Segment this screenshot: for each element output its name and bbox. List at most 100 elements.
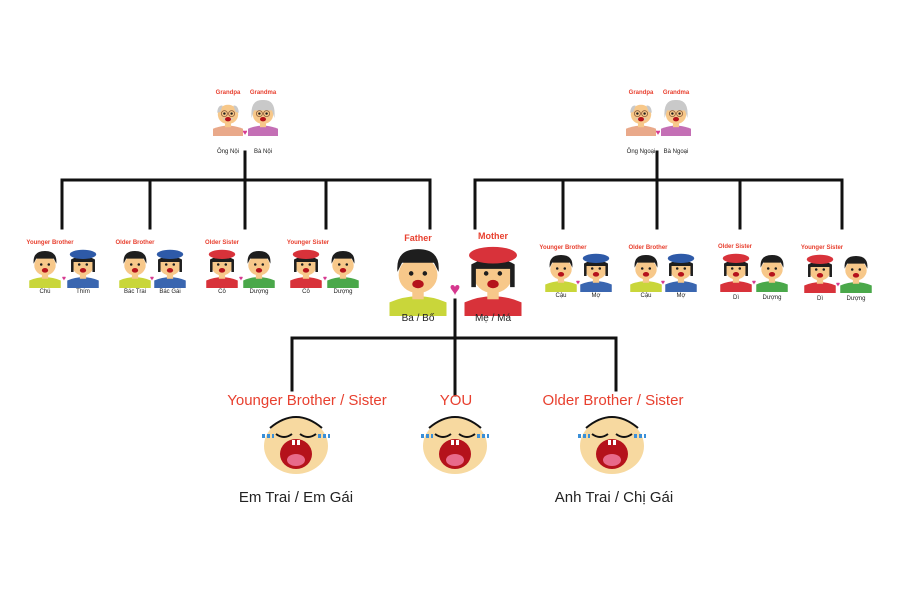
mouth bbox=[225, 117, 231, 122]
maternal-grandma-figure bbox=[661, 99, 691, 136]
heart-icon: ♥ bbox=[449, 279, 461, 299]
neck bbox=[592, 276, 600, 283]
eye bbox=[299, 433, 317, 438]
shirt bbox=[248, 125, 278, 136]
neck bbox=[302, 272, 310, 279]
uncle-figure bbox=[327, 251, 359, 288]
mouth bbox=[852, 273, 860, 278]
glasses bbox=[676, 110, 683, 117]
paternal-couple-4-a: Cô bbox=[302, 289, 310, 295]
maternal-couple-1-a: Cậu bbox=[555, 293, 567, 299]
face bbox=[124, 255, 146, 276]
eye bbox=[678, 112, 681, 115]
eye bbox=[590, 267, 594, 270]
aunt-figure bbox=[665, 253, 697, 292]
hair bbox=[664, 99, 688, 118]
face bbox=[248, 255, 270, 276]
mouth bbox=[642, 272, 650, 277]
face bbox=[217, 104, 239, 124]
hair bbox=[549, 255, 573, 268]
eye bbox=[129, 263, 133, 266]
neck bbox=[557, 276, 565, 283]
uncle-figure bbox=[243, 251, 275, 288]
shirt bbox=[290, 277, 322, 288]
uncle-figure bbox=[119, 251, 151, 288]
heart-icon: ♥ bbox=[238, 275, 244, 283]
mouth bbox=[79, 268, 87, 273]
shirt bbox=[840, 282, 872, 293]
eye bbox=[258, 112, 261, 115]
hair bbox=[397, 249, 439, 272]
younger-sibling-name: Em Trai / Em Gái bbox=[238, 489, 354, 506]
older-sibling-name: Anh Trai / Chị Gái bbox=[554, 489, 674, 506]
paternal-couple-1-role: Younger Brother bbox=[26, 240, 74, 246]
mouth bbox=[131, 268, 139, 273]
eye bbox=[300, 263, 304, 266]
paternal-couple-3-role: Older Sister bbox=[204, 240, 240, 246]
eye bbox=[275, 433, 293, 438]
heart-icon: ♥ bbox=[835, 281, 841, 289]
shirt bbox=[67, 277, 99, 288]
eye bbox=[223, 112, 226, 115]
eye bbox=[483, 271, 489, 276]
neck bbox=[218, 272, 226, 279]
eye bbox=[555, 267, 559, 270]
maternal-couple-1-b: Mợ bbox=[591, 293, 601, 299]
shirt bbox=[154, 277, 186, 288]
heart-icon: ♥ bbox=[660, 279, 666, 287]
mouth bbox=[557, 272, 565, 277]
uncle-figure bbox=[756, 255, 788, 292]
tooth bbox=[456, 440, 459, 445]
glasses bbox=[263, 110, 271, 117]
older-sibling-figure bbox=[578, 416, 646, 474]
mother-figure bbox=[464, 246, 522, 316]
eye bbox=[615, 433, 633, 438]
beret bbox=[69, 249, 97, 260]
eye bbox=[774, 267, 778, 270]
eye bbox=[591, 433, 609, 438]
hair bbox=[471, 258, 515, 288]
hair-curl bbox=[428, 416, 482, 429]
shirt bbox=[243, 277, 275, 288]
beret bbox=[208, 249, 236, 260]
neck bbox=[166, 272, 174, 279]
eye bbox=[47, 263, 51, 266]
mouth bbox=[732, 272, 740, 277]
eye bbox=[858, 268, 862, 271]
mouth bbox=[255, 268, 263, 273]
paternal-couple-2-b: Bác Gái bbox=[159, 289, 181, 295]
beret bbox=[292, 249, 320, 260]
tongue bbox=[287, 454, 305, 466]
shirt bbox=[756, 281, 788, 292]
eye bbox=[598, 267, 602, 270]
eye bbox=[563, 267, 567, 270]
paternal-couple-2-a: Bác Trai bbox=[123, 289, 147, 295]
beret bbox=[582, 253, 610, 264]
uncle-figure bbox=[29, 251, 61, 288]
eye bbox=[216, 263, 220, 266]
paternal-couple-4-b: Dượng bbox=[333, 289, 353, 295]
mouth bbox=[260, 117, 266, 122]
shirt bbox=[630, 281, 662, 292]
aunt-figure bbox=[290, 249, 322, 288]
glasses bbox=[641, 110, 648, 117]
eye bbox=[458, 433, 476, 438]
father-role: Father bbox=[404, 233, 432, 243]
eye bbox=[39, 263, 43, 266]
shirt bbox=[626, 125, 656, 136]
hair bbox=[724, 260, 748, 277]
eye bbox=[261, 263, 265, 266]
maternal-grandpa-role: Grandpa bbox=[628, 90, 654, 96]
eye bbox=[643, 112, 646, 115]
paternal-grandma-figure bbox=[248, 99, 278, 136]
neck bbox=[487, 288, 499, 300]
mother-name: Mẹ / Má bbox=[474, 313, 512, 324]
eye bbox=[164, 263, 168, 266]
neck bbox=[732, 276, 740, 283]
maternal-grandma-role: Grandma bbox=[662, 90, 690, 96]
shirt bbox=[720, 281, 752, 292]
shirt bbox=[389, 296, 447, 316]
maternal-grandma-name: Bà Ngoại bbox=[663, 149, 689, 155]
neck bbox=[642, 276, 650, 283]
connector-lines bbox=[60, 150, 844, 397]
